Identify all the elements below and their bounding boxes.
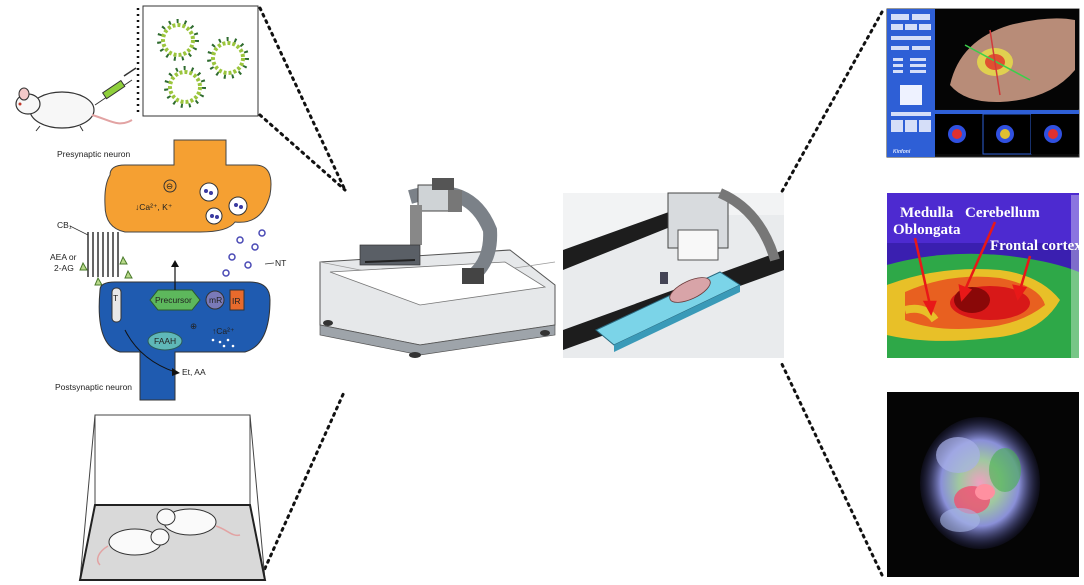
- precursor-box: [149, 289, 201, 311]
- twoag-label: 2-AG: [54, 263, 74, 273]
- presynaptic-label: Presynaptic neuron: [57, 149, 131, 159]
- brand-label: Kinfoni: [893, 149, 911, 155]
- frontal-cortex-label: Frontal cortex: [990, 238, 1082, 254]
- activation-symbol: ⊕: [190, 321, 197, 331]
- cerebellum-label: Cerebellum: [965, 205, 1040, 221]
- neurotransmitter-dots: [222, 229, 266, 277]
- connector-lines: [258, 6, 884, 577]
- pet-software-screenshot: Kinfoni: [886, 8, 1080, 158]
- pet-scanner: [319, 178, 556, 358]
- mr-label: mR: [209, 295, 222, 305]
- virus-particle-icon: [164, 66, 206, 108]
- medulla-label: Medulla: [900, 205, 954, 221]
- postsynaptic-label: Postsynaptic neuron: [55, 382, 132, 392]
- products-label: Et, AA: [182, 367, 206, 377]
- ir-receptor: [229, 289, 245, 311]
- vesicles: [199, 182, 248, 225]
- synapse-diagram: Presynaptic neuron ⊖ ↓Ca²⁺, K⁺ NT CB₁ AE…: [50, 139, 286, 401]
- nt-label: NT: [275, 258, 286, 268]
- virus-particle-icon: [157, 19, 199, 61]
- aea-label: AEA or: [50, 252, 77, 262]
- faah-enzyme: [147, 331, 183, 351]
- mr-receptor: [205, 290, 225, 310]
- precursor-label: Precursor: [155, 295, 192, 305]
- inhibition-symbol: ⊖: [166, 181, 173, 191]
- open-field-arena: [78, 414, 267, 581]
- pet-brain-slice: [887, 392, 1079, 577]
- oblongata-label: Oblongata: [893, 222, 961, 238]
- transporter: [111, 287, 122, 323]
- cb1-label: CB₁: [57, 220, 72, 230]
- ion-channel-label: ↓Ca²⁺, K⁺: [135, 202, 173, 212]
- calcium-label: ↑Ca²⁺: [212, 326, 235, 336]
- syringe-icon: [94, 67, 137, 106]
- pet-slice-thumbnails: [948, 125, 1062, 143]
- cb1-receptor: [87, 232, 119, 277]
- viral-vector-box: [136, 5, 259, 117]
- brain-heatmap: Medulla Oblongata Cerebellum Frontal cor…: [887, 193, 1082, 358]
- injected-mouse: [15, 87, 133, 132]
- transporter-label: T: [113, 293, 118, 303]
- annotation-arrows: [913, 221, 1032, 317]
- virus-particle-icon: [207, 37, 249, 79]
- scanner-closeup: [563, 188, 784, 358]
- faah-label: FAAH: [154, 336, 176, 346]
- ir-label: IR: [232, 296, 241, 306]
- arena-mouse: [96, 528, 170, 566]
- arena-mouse: [156, 508, 241, 537]
